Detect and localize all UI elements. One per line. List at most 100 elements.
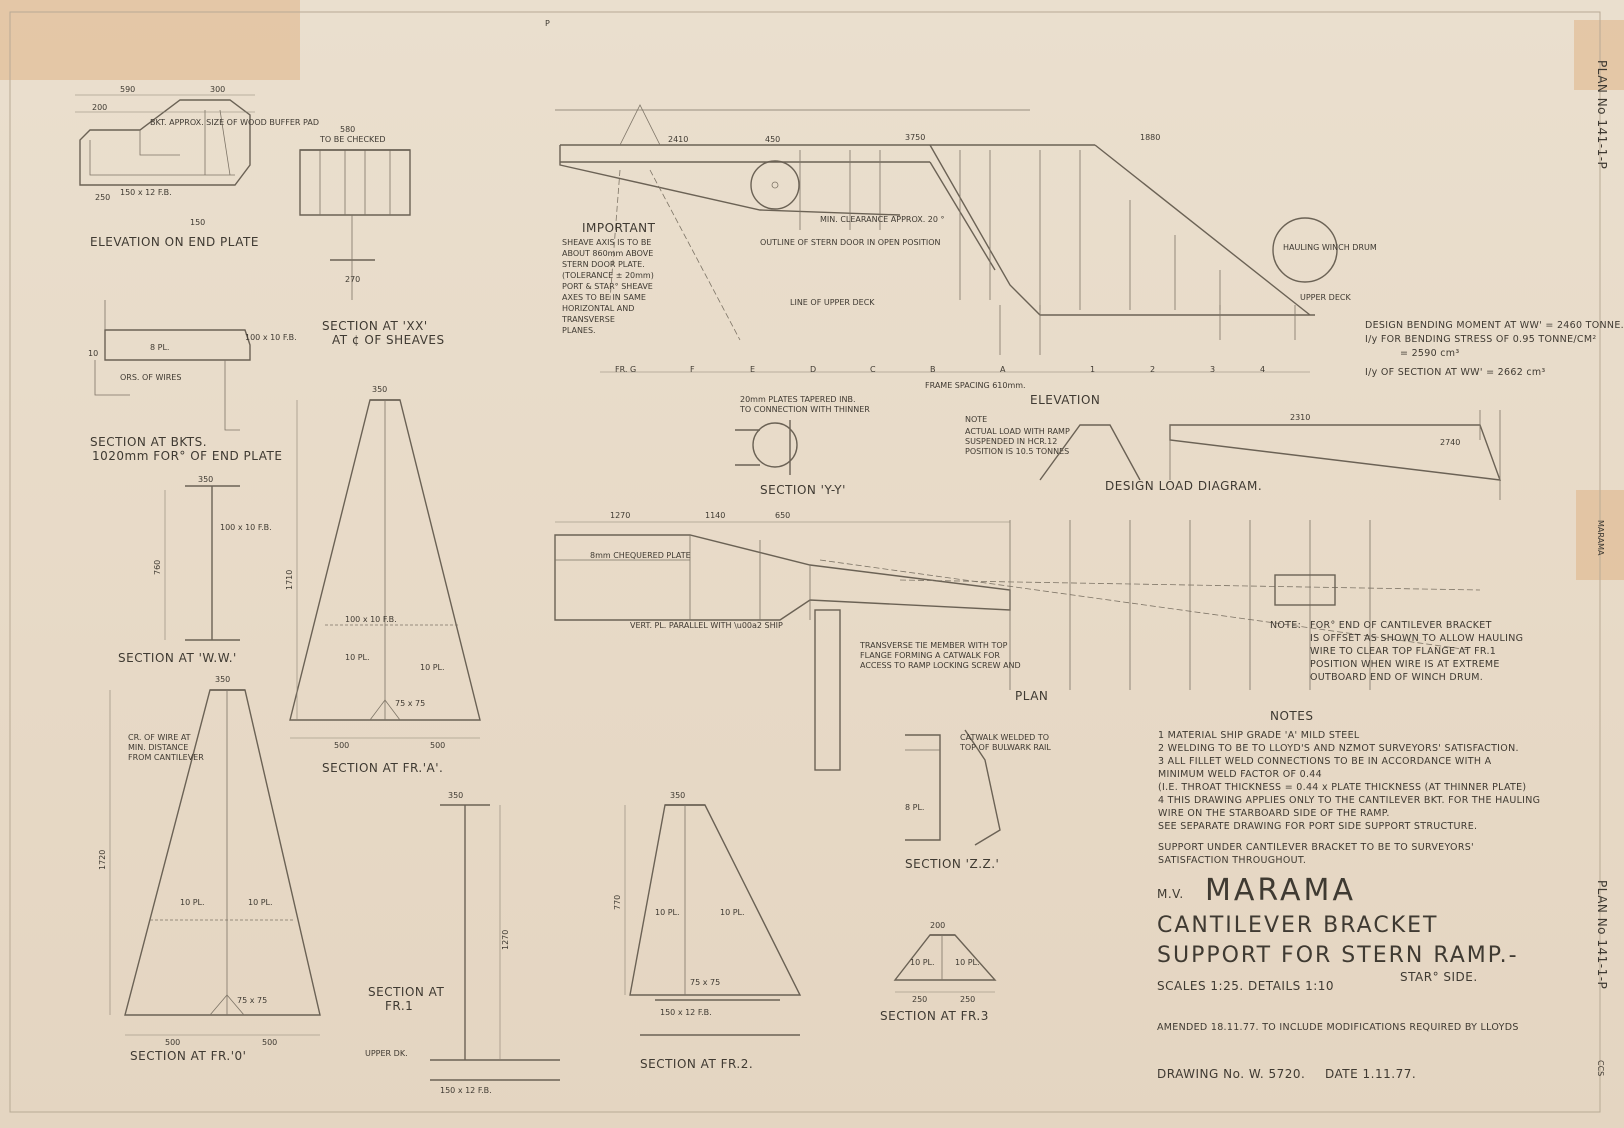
title-side: STAR° SIDE. <box>1400 970 1478 984</box>
svg-text:2410: 2410 <box>668 135 688 144</box>
general-notes: NOTES 1 MATERIAL SHIP GRADE 'A' MILD STE… <box>1158 709 1540 866</box>
svg-text:20mm PLATES TAPERED INB.: 20mm PLATES TAPERED INB. <box>740 395 856 404</box>
svg-text:3: 3 <box>1210 365 1215 374</box>
svg-text:IMPORTANT: IMPORTANT <box>582 221 656 235</box>
svg-text:350: 350 <box>670 791 685 800</box>
svg-text:150: 150 <box>190 218 205 227</box>
svg-text:1710: 1710 <box>285 570 294 590</box>
svg-text:10 PL.: 10 PL. <box>345 653 370 662</box>
plan-note: NOTE: FOR° END OF CANTILEVER BRACKET IS … <box>1270 620 1523 683</box>
svg-text:FRAME SPACING 610mm.: FRAME SPACING 610mm. <box>925 381 1026 390</box>
title-section-xx: SECTION AT 'XX' <box>322 319 428 333</box>
svg-text:760: 760 <box>153 560 162 575</box>
svg-text:100 x 10 F.B.: 100 x 10 F.B. <box>245 333 297 342</box>
plan-number-bottom: PLAN No 141-1-P <box>1595 880 1609 989</box>
elevation-view: 2410 450 3750 1880 UPPER DECK HAULING WI… <box>555 104 1377 407</box>
svg-text:650: 650 <box>775 511 790 520</box>
svg-text:270: 270 <box>345 275 360 284</box>
title-section-yy: SECTION 'Y-Y' <box>760 483 846 497</box>
svg-text:250: 250 <box>912 995 927 1004</box>
svg-text:200: 200 <box>92 103 107 112</box>
svg-text:F: F <box>690 365 695 374</box>
section-at-brackets: 8 PL. 10 ORS. OF WIRES 100 x 10 F.B. SEC… <box>88 300 297 463</box>
svg-text:NOTE:: NOTE: <box>1270 620 1301 631</box>
svg-text:580: 580 <box>340 125 355 134</box>
title-plan: PLAN <box>1015 689 1048 703</box>
svg-text:PLANES.: PLANES. <box>562 326 596 335</box>
svg-text:300: 300 <box>210 85 225 94</box>
svg-text:MINIMUM WELD FACTOR OF 0.44: MINIMUM WELD FACTOR OF 0.44 <box>1158 769 1322 780</box>
svg-text:SUSPENDED IN HCR.12: SUSPENDED IN HCR.12 <box>965 437 1057 446</box>
svg-text:500: 500 <box>165 1038 180 1047</box>
svg-text:OUTBOARD END OF WINCH DRUM.: OUTBOARD END OF WINCH DRUM. <box>1310 672 1483 683</box>
svg-text:STERN DOOR PLATE.: STERN DOOR PLATE. <box>562 260 645 269</box>
title-design-load: DESIGN LOAD DIAGRAM. <box>1105 479 1262 493</box>
margin-small-mark: CCS <box>1596 1060 1605 1076</box>
svg-text:250: 250 <box>95 193 110 202</box>
svg-text:500: 500 <box>262 1038 277 1047</box>
svg-text:IS OFFSET AS SHOWN TO ALLOW HA: IS OFFSET AS SHOWN TO ALLOW HAULING <box>1310 633 1523 644</box>
section-fr-a: 350 1710 500 500 10 PL. 10 PL. 100 x 10 … <box>285 385 481 775</box>
svg-text:SUPPORT UNDER CANTILEVER BRACK: SUPPORT UNDER CANTILEVER BRACKET TO BE T… <box>1158 842 1474 853</box>
svg-text:I/y OF SECTION AT WW' = 2662 c: I/y OF SECTION AT WW' = 2662 cm³ <box>1365 367 1546 378</box>
svg-text:10 PL.: 10 PL. <box>248 898 273 907</box>
svg-text:770: 770 <box>613 895 622 910</box>
section-fr-3: 200 250 250 10 PL. 10 PL. SECTION AT FR.… <box>880 921 997 1023</box>
svg-text:500: 500 <box>430 741 445 750</box>
svg-text:FROM CANTILEVER: FROM CANTILEVER <box>128 753 204 762</box>
svg-text:10 PL.: 10 PL. <box>180 898 205 907</box>
svg-text:FOR° END OF CANTILEVER BRACKET: FOR° END OF CANTILEVER BRACKET <box>1310 620 1492 631</box>
svg-text:150 x 12 F.B.: 150 x 12 F.B. <box>660 1008 712 1017</box>
svg-text:C: C <box>870 365 876 374</box>
elevation-on-end-plate: 590 200 300 BKT. APPROX. SIZE OF WOOD BU… <box>75 85 319 249</box>
svg-text:HORIZONTAL AND: HORIZONTAL AND <box>562 304 634 313</box>
svg-text:FLANGE FORMING A CATWALK FOR: FLANGE FORMING A CATWALK FOR <box>860 651 1000 660</box>
tape-mark-top-right <box>1574 20 1624 90</box>
title-end-plate: ELEVATION ON END PLATE <box>90 235 259 249</box>
title-section-fr-1a: SECTION AT <box>368 985 444 999</box>
svg-text:200: 200 <box>930 921 945 930</box>
top-mark: P <box>545 19 550 28</box>
svg-text:CR. OF WIRE AT: CR. OF WIRE AT <box>128 733 191 742</box>
svg-text:450: 450 <box>765 135 780 144</box>
svg-text:100 x 10 F.B.: 100 x 10 F.B. <box>345 615 397 624</box>
vessel-name: MARAMA <box>1205 873 1356 908</box>
notes-heading: NOTES <box>1270 709 1313 723</box>
svg-text:8 PL.: 8 PL. <box>150 343 169 352</box>
svg-text:10: 10 <box>88 349 98 358</box>
section-zz: CATWALK WELDED TO TOP OF BULWARK RAIL 8 … <box>905 729 1051 871</box>
plan-number-top: PLAN No 141-1-P <box>1595 60 1609 169</box>
svg-text:SATISFACTION THROUGHOUT.: SATISFACTION THROUGHOUT. <box>1158 855 1306 866</box>
section-ww: 350 760 100 x 10 F.B. SECTION AT 'W.W.' <box>118 475 272 665</box>
svg-text:3750: 3750 <box>905 133 925 142</box>
title-scales: SCALES 1:25. DETAILS 1:10 <box>1157 979 1334 993</box>
svg-text:AXES TO BE IN SAME: AXES TO BE IN SAME <box>562 293 646 302</box>
svg-text:1880: 1880 <box>1140 133 1160 142</box>
title-section-fr-2: SECTION AT FR.2. <box>640 1057 753 1071</box>
svg-text:SEE SEPARATE DRAWING FOR PORT: SEE SEPARATE DRAWING FOR PORT SIDE SUPPO… <box>1158 821 1477 832</box>
svg-text:2 WELDING TO BE TO LLOYD'S AN: 2 WELDING TO BE TO LLOYD'S AND NZMOT SUR… <box>1158 743 1519 754</box>
svg-text:E: E <box>750 365 755 374</box>
title-section-ww: SECTION AT 'W.W.' <box>118 651 237 665</box>
svg-text:2310: 2310 <box>1290 413 1310 422</box>
svg-text:1: 1 <box>1090 365 1095 374</box>
svg-text:I/y FOR BENDING STRESS OF 0.95: I/y FOR BENDING STRESS OF 0.95 TONNE/CM² <box>1365 334 1596 345</box>
title-section-brackets: SECTION AT BKTS. <box>90 435 207 449</box>
svg-text:150 x 12 F.B.: 150 x 12 F.B. <box>120 188 172 197</box>
svg-text:NOTE: NOTE <box>965 415 987 424</box>
svg-text:A: A <box>1000 365 1006 374</box>
svg-text:ABOUT 860mm ABOVE: ABOUT 860mm ABOVE <box>562 249 653 258</box>
svg-text:10 PL.: 10 PL. <box>720 908 745 917</box>
svg-text:75 x 75: 75 x 75 <box>395 699 425 708</box>
svg-text:(TOLERANCE ± 20mm): (TOLERANCE ± 20mm) <box>562 271 654 280</box>
important-note: IMPORTANT SHEAVE AXIS IS TO BE ABOUT 860… <box>561 221 656 335</box>
margin-vessel-name: MARAMA <box>1596 520 1605 556</box>
svg-text:10 PL.: 10 PL. <box>420 663 445 672</box>
svg-text:2: 2 <box>1150 365 1155 374</box>
svg-text:10 PL.: 10 PL. <box>655 908 680 917</box>
svg-text:10 PL.: 10 PL. <box>955 958 980 967</box>
svg-text:1 MATERIAL SHIP GRADE 'A' MIL: 1 MATERIAL SHIP GRADE 'A' MILD STEEL <box>1158 730 1360 741</box>
svg-text:1270: 1270 <box>610 511 630 520</box>
svg-text:UPPER DK.: UPPER DK. <box>365 1049 408 1058</box>
